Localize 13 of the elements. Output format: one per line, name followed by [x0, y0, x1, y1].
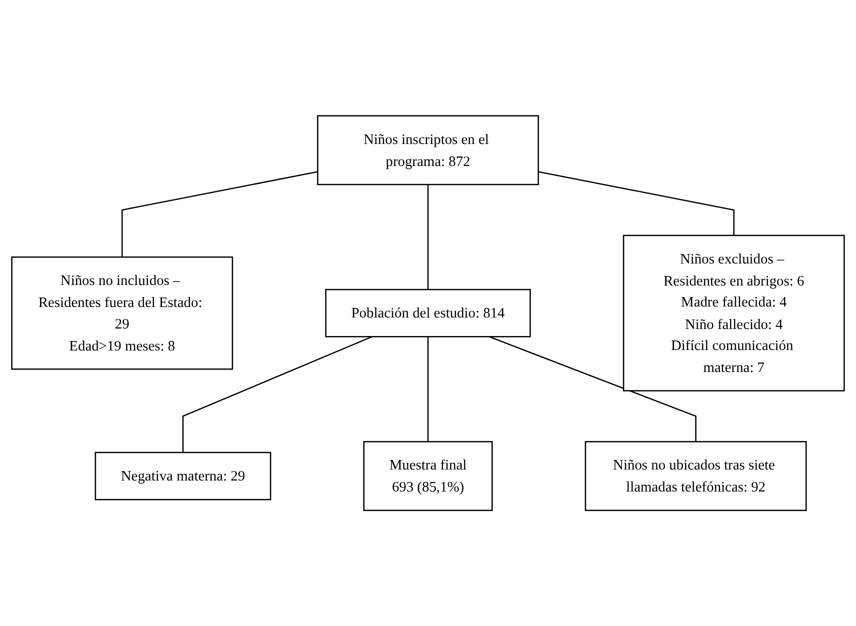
connector: [121, 171, 318, 257]
node-box: Niños no incluidos – Residentes fuera del Estado: 29 Edad>19 meses: 8: [11, 256, 234, 370]
node-box: Niños no ubicados tras siete llamadas telefónicas: 92: [584, 440, 807, 511]
node-box: Muestra final 693 (85,1%): [363, 440, 493, 511]
connector: [538, 171, 735, 236]
node-box: Población del estudio: 814: [325, 288, 531, 338]
connector: [488, 336, 696, 442]
node-box: Negativa materna: 29: [94, 452, 272, 500]
connector: [427, 336, 429, 442]
connector: [182, 336, 372, 452]
node-box: Niños inscriptos en el programa: 872: [317, 115, 539, 186]
node-box: Niños excluidos – Residentes en abrigos: 6 Madre fallecida: 4 Niño fallecido: 4 Difícil comunicación materna: 7: [622, 234, 845, 392]
connector: [427, 184, 429, 290]
